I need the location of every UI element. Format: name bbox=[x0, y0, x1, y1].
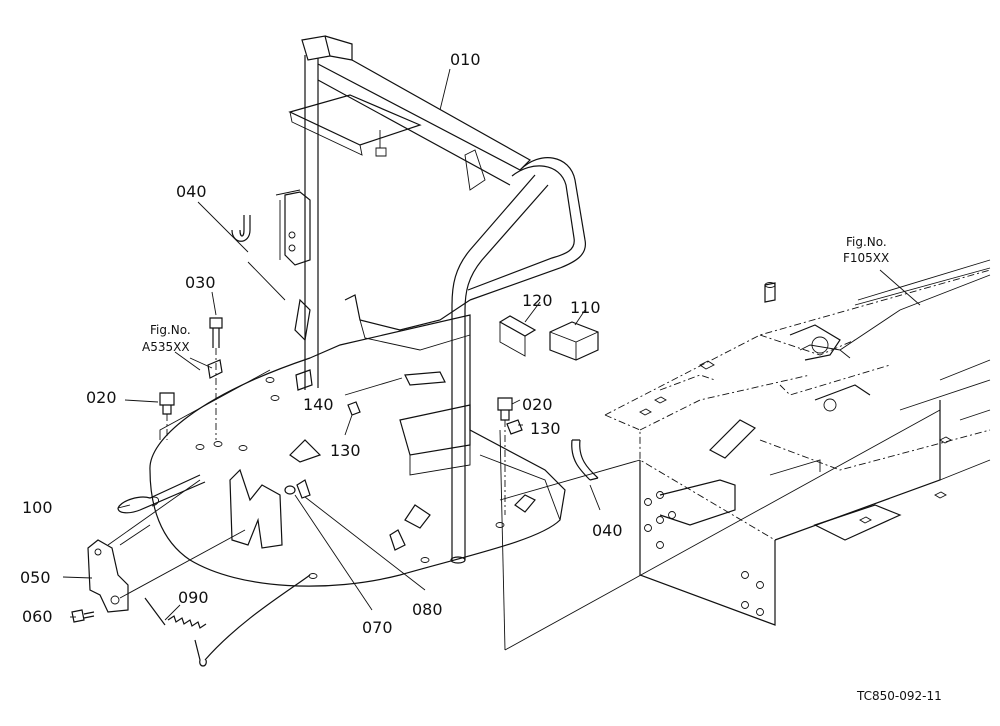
split-pin-080 bbox=[296, 479, 311, 499]
callout-010: 010 bbox=[450, 50, 481, 69]
clip-130-right bbox=[506, 419, 523, 435]
leader-lines bbox=[62, 68, 941, 651]
callout-120: 120 bbox=[522, 291, 553, 310]
clip-130-left bbox=[347, 401, 361, 416]
fig-ref-f-label: Fig.No. bbox=[846, 235, 887, 249]
bolt-020-right bbox=[497, 397, 513, 515]
floor-plate bbox=[149, 314, 566, 587]
spring-090 bbox=[144, 574, 311, 667]
callout-140: 140 bbox=[303, 395, 334, 414]
callout-040-lower: 040 bbox=[592, 521, 623, 540]
callout-040-upper: 040 bbox=[176, 182, 207, 201]
callout-030: 030 bbox=[185, 273, 216, 292]
bolt-020-left bbox=[159, 392, 175, 440]
drawing-code: TC850-092-11 bbox=[856, 689, 942, 703]
fig-ref-f-code: F105XX bbox=[843, 251, 889, 265]
washer-070 bbox=[284, 485, 296, 495]
callout-070: 070 bbox=[362, 618, 393, 637]
callout-100: 100 bbox=[22, 498, 53, 517]
hose-040-upper bbox=[231, 215, 251, 242]
fig-ref-a-code: A535XX bbox=[142, 340, 190, 354]
latch-plate-050 bbox=[87, 539, 129, 613]
block-110 bbox=[549, 321, 599, 361]
callout-060: 060 bbox=[22, 607, 53, 626]
hose-040-lower bbox=[571, 439, 599, 481]
bolt-030 bbox=[207, 317, 223, 440]
callout-130-right: 130 bbox=[530, 419, 561, 438]
rops-frame bbox=[275, 35, 587, 564]
callout-050: 050 bbox=[20, 568, 51, 587]
screw-060 bbox=[71, 609, 95, 623]
callout-130-left: 130 bbox=[330, 441, 361, 460]
callout-020-right: 020 bbox=[522, 395, 553, 414]
bar-120 bbox=[498, 315, 537, 357]
callout-labels: 010 040 030 Fig.No. A535XX 020 120 110 1… bbox=[20, 50, 942, 703]
fig-ref-a-label: Fig.No. bbox=[150, 323, 191, 337]
callout-110: 110 bbox=[570, 298, 601, 317]
callout-080: 080 bbox=[412, 600, 443, 619]
pin-100 bbox=[117, 474, 206, 514]
callout-090: 090 bbox=[178, 588, 209, 607]
callout-020-left: 020 bbox=[86, 388, 117, 407]
chassis-frame bbox=[604, 259, 991, 626]
pad-140 bbox=[404, 371, 446, 386]
